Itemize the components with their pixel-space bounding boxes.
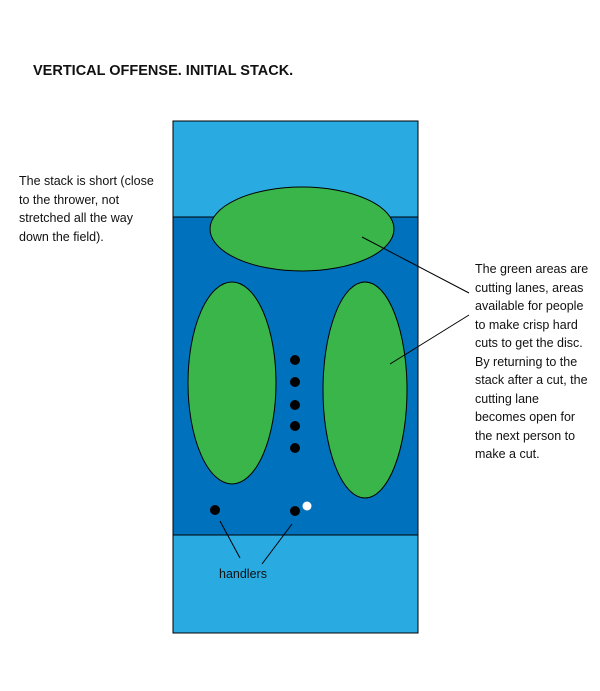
handlers-label: handlers [219,567,267,581]
handler-player [210,505,220,515]
stack-player [290,377,300,387]
right-note: The green areas are cutting lanes, areas… [475,262,589,461]
right-cutting-lane [322,281,408,499]
stack [290,355,300,453]
stack-player [290,421,300,431]
callout-line [389,314,470,365]
left-note: The stack is short (close to the thrower… [19,174,154,244]
diagram-title: VERTICAL OFFENSE. INITIAL STACK. [33,63,294,79]
bottom-endzone [172,534,419,634]
stack-player [290,400,300,410]
left-cutting-lane [187,281,277,485]
stack-player [290,443,300,453]
stack-player [290,355,300,365]
deep-cutting-lane [209,186,395,272]
handler-callout-line [261,523,293,565]
handler-callout-line [219,520,241,559]
callout-line [361,236,470,294]
handler-player [290,506,300,516]
disc [302,501,312,511]
